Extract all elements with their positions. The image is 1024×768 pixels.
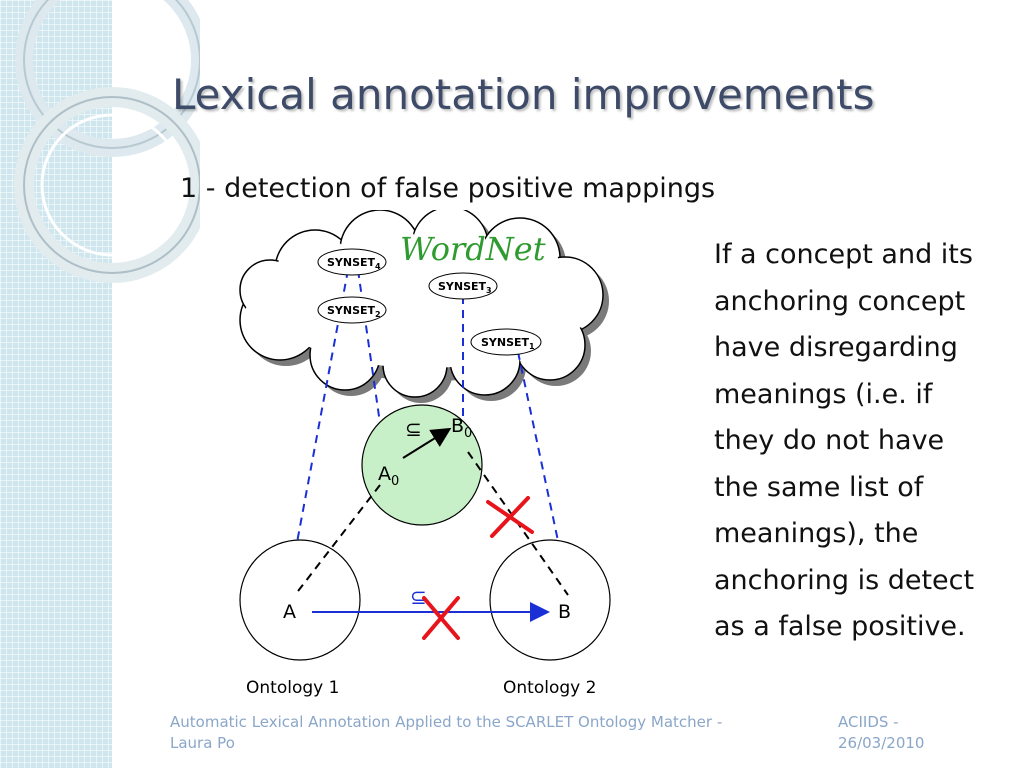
subset-symbol-top: ⊆ (405, 417, 422, 441)
explanation-line: anchoring concept (714, 285, 966, 317)
explanation-line: the same list of (714, 471, 924, 503)
footer-presentation-info: Automatic Lexical Annotation Applied to … (170, 712, 810, 754)
synset-4-sub: 4 (375, 262, 381, 271)
synset-2-sub: 2 (375, 310, 381, 319)
node-b0: B0 (451, 415, 472, 441)
slide-subtitle: 1 - detection of false positive mappings (180, 173, 716, 204)
explanation-line: meanings (i.e. if (714, 378, 933, 410)
explanation-line: they do not have (714, 425, 945, 456)
node-a0: A0 (378, 463, 399, 489)
svg-text:SYNSET4: SYNSET4 (327, 256, 381, 271)
cross-anchoring-icon (486, 496, 534, 538)
synset-2: SYNSET2 (317, 296, 387, 324)
ontology-2-label: Ontology 2 (503, 678, 596, 698)
svg-text:SYNSET3: SYNSET3 (438, 280, 492, 295)
svg-text:SYNSET2: SYNSET2 (327, 304, 381, 319)
node-a: A (283, 601, 296, 623)
synset-4-label: SYNSET (327, 256, 376, 269)
decorative-rings (14, 0, 200, 283)
ontology-1-circle (239, 539, 361, 661)
synset-1: SYNSET1 (470, 328, 542, 356)
synset-1-sub: 1 (529, 342, 535, 351)
synset-3: SYNSET3 (428, 272, 498, 300)
synset-3-label: SYNSET (438, 280, 487, 293)
node-b: B (558, 601, 571, 623)
svg-text:SYNSET1: SYNSET1 (481, 336, 535, 351)
synset-1-label: SYNSET (481, 336, 530, 349)
explanation-line: If a concept and its (714, 239, 973, 270)
explanation-line: as a false positive. (714, 611, 966, 642)
explanation-text: If a concept and its anchoring concept h… (714, 232, 1019, 651)
false-positive-diagram: WordNet SYNSET4 SYNSET3 SYNSET2 SYNSET1 … (239, 210, 611, 698)
footer-conference-info: ACIIDS - 26/03/2010 (838, 712, 948, 754)
synset-4: SYNSET4 (317, 248, 387, 276)
footer-right-line1: ACIIDS - (838, 713, 899, 731)
ontology-1-label: Ontology 1 (246, 678, 339, 698)
synset-3-sub: 3 (486, 286, 492, 295)
subset-symbol-bottom: ⊆ (410, 585, 427, 609)
ontology-2-circle (489, 539, 611, 661)
explanation-line: have disregarding (714, 332, 958, 363)
explanation-line: meanings), the (714, 518, 919, 549)
cross-mapping-icon (422, 596, 460, 640)
footer-left-line1: Automatic Lexical Annotation Applied to … (170, 713, 723, 731)
wordnet-cloud (239, 210, 609, 403)
anchoring-circle (361, 404, 483, 526)
footer-left-line2: Laura Po (170, 734, 235, 752)
footer-right-line2: 26/03/2010 (838, 734, 925, 752)
wordnet-logo: WordNet (400, 230, 546, 268)
slide-title: Lexical annotation improvements (172, 70, 875, 119)
explanation-line: anchoring is detect (714, 564, 975, 596)
a0-b0-arrow (402, 427, 452, 459)
synset-2-label: SYNSET (327, 304, 376, 317)
